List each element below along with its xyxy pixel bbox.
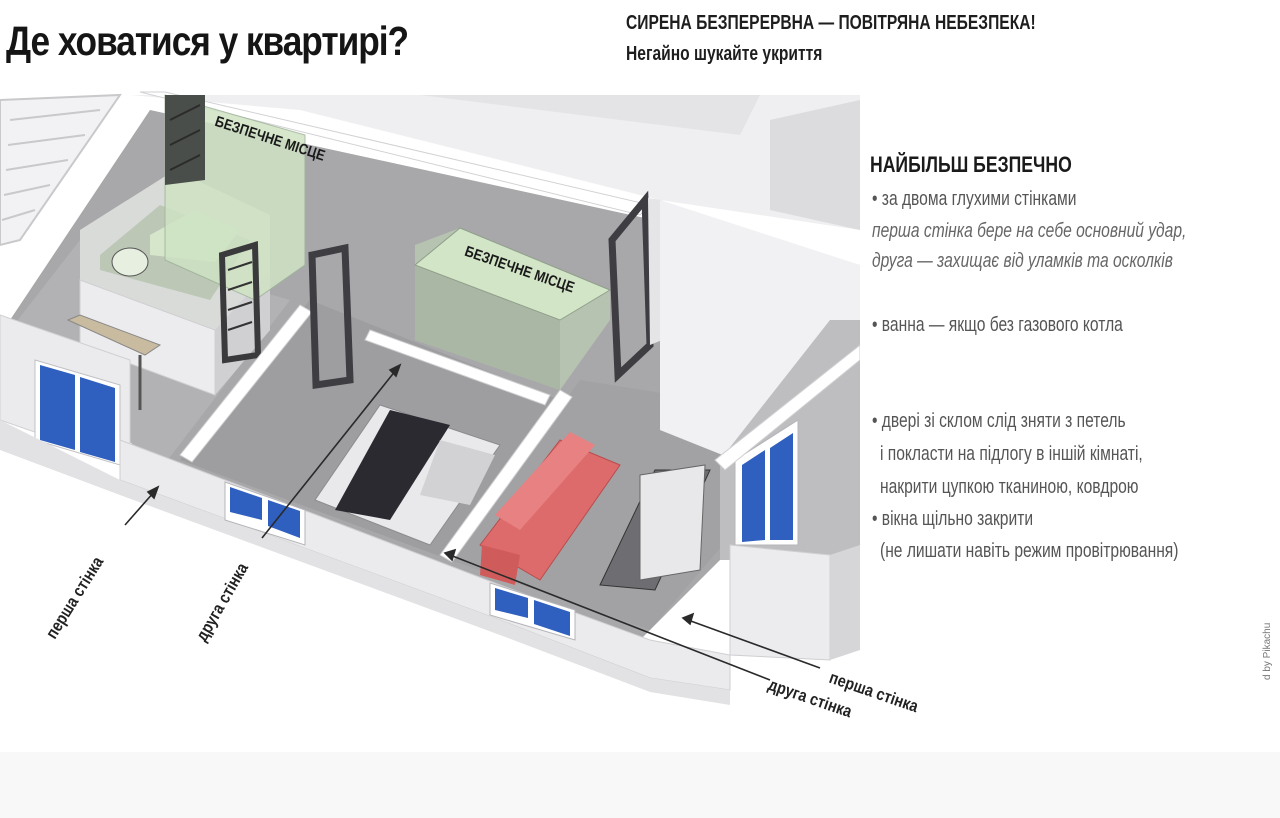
tip-windows: • вікна щільно закрити	[872, 508, 1034, 530]
tip-two-walls: • за двома глухими стінками	[872, 188, 1077, 210]
stairs-icon	[0, 93, 122, 247]
bottom-blank-area	[0, 752, 1280, 818]
tip-glass-doors-note-1: і покласти на підлогу в іншій кімнаті,	[880, 443, 1143, 465]
tip-glass-doors-note-2: накрити цупкою тканиною, ковдрою	[880, 476, 1139, 498]
alert-subtitle: Негайно шукайте укриття	[626, 43, 823, 65]
alert-title: СИРЕНА БЕЗПЕРЕРВНА — ПОВІТРЯНА НЕБЕЗПЕКА…	[626, 12, 1036, 34]
tip-windows-note-1: (не лишати навіть режим провітрювання)	[880, 540, 1179, 562]
tip-glass-doors: • двері зі склом слід зняти з петель	[872, 410, 1126, 432]
tip-two-walls-note-2: друга — захищає від уламків та осколків	[872, 250, 1173, 272]
apartment-illustration	[0, 91, 860, 705]
watermark: d by Pikachu	[1262, 622, 1273, 680]
infographic-poster: Де ховатися у квартирі? СИРЕНА БЕЗПЕРЕРВ…	[0, 12, 1273, 722]
tip-bathtub: • ванна — якщо без газового котла	[872, 314, 1123, 336]
safety-heading: НАЙБІЛЬШ БЕЗПЕЧНО	[870, 152, 1072, 177]
tip-two-walls-note-1: перша стінка бере на себе основний удар,	[872, 220, 1187, 242]
page-title: Де ховатися у квартирі?	[6, 18, 409, 64]
